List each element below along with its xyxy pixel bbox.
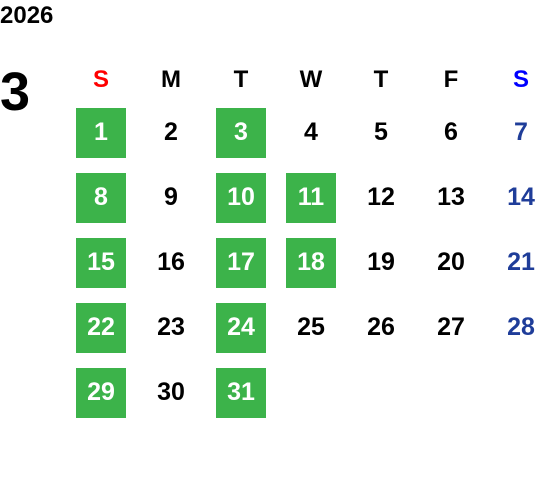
day-box: 6 <box>444 118 458 146</box>
calendar-day: 20 <box>416 230 486 295</box>
day-box: 27 <box>437 313 465 341</box>
day-box <box>496 368 546 418</box>
day-box: 21 <box>507 248 535 276</box>
weekday-header-wed: W <box>299 66 323 93</box>
calendar-day: 6 <box>416 100 486 165</box>
calendar-day: 25 <box>276 295 346 360</box>
calendar-day: 9 <box>136 165 206 230</box>
day-box: 28 <box>507 313 535 341</box>
day-box: 20 <box>437 248 465 276</box>
day-box: 25 <box>297 313 325 341</box>
calendar-day: 31 <box>206 360 276 425</box>
calendar-day: 22 <box>66 295 136 360</box>
calendar-day: 4 <box>276 100 346 165</box>
calendar-day: 7 <box>486 100 548 165</box>
calendar-day: 24 <box>206 295 276 360</box>
highlighted-day-box: 10 <box>216 172 266 223</box>
day-box: 4 <box>304 118 318 146</box>
calendar-day: 19 <box>346 230 416 295</box>
weekday-header-sun: S <box>92 66 109 93</box>
calendar-empty-cell <box>346 360 416 425</box>
day-box <box>426 368 476 418</box>
calendar-day: 29 <box>66 360 136 425</box>
highlighted-day-box: 31 <box>216 367 266 418</box>
day-box: 16 <box>157 248 185 276</box>
calendar-year: 2026 <box>0 2 54 29</box>
calendar-day: 26 <box>346 295 416 360</box>
highlighted-day-box: 17 <box>216 237 266 288</box>
highlighted-day-box: 29 <box>76 367 126 418</box>
day-box: 12 <box>367 183 395 211</box>
calendar-day: 14 <box>486 165 548 230</box>
day-box <box>356 368 406 418</box>
calendar-month: 3 <box>0 62 31 122</box>
day-box <box>286 368 336 418</box>
highlighted-day-box: 18 <box>286 237 336 288</box>
weekday-header-tue: T <box>233 66 249 93</box>
weekday-header-mon: M <box>161 66 181 93</box>
highlighted-day-box: 8 <box>76 172 126 223</box>
highlighted-day-box: 11 <box>286 172 336 223</box>
calendar-day: 13 <box>416 165 486 230</box>
weekday-header-fri: F <box>443 66 459 93</box>
calendar-day: 1 <box>66 100 136 165</box>
day-box: 30 <box>157 378 185 406</box>
calendar-day: 16 <box>136 230 206 295</box>
calendar-day: 3 <box>206 100 276 165</box>
highlighted-day-box: 22 <box>76 302 126 353</box>
calendar-day: 28 <box>486 295 548 360</box>
weekday-header-sat: S <box>512 66 529 93</box>
calendar-day: 11 <box>276 165 346 230</box>
day-box: 13 <box>437 183 465 211</box>
day-box: 2 <box>164 118 178 146</box>
calendar-day: 5 <box>346 100 416 165</box>
day-box: 19 <box>367 248 395 276</box>
calendar-day: 18 <box>276 230 346 295</box>
highlighted-day-box: 3 <box>216 107 266 158</box>
highlighted-day-box: 15 <box>76 237 126 288</box>
day-box: 5 <box>374 118 388 146</box>
day-box: 14 <box>507 183 535 211</box>
day-box: 23 <box>157 313 185 341</box>
calendar-day: 30 <box>136 360 206 425</box>
weekday-header-thu: T <box>373 66 389 93</box>
calendar-day: 12 <box>346 165 416 230</box>
calendar-day: 27 <box>416 295 486 360</box>
calendar-day: 2 <box>136 100 206 165</box>
calendar-day: 10 <box>206 165 276 230</box>
calendar-empty-cell <box>276 360 346 425</box>
calendar-day: 17 <box>206 230 276 295</box>
calendar-empty-cell <box>416 360 486 425</box>
day-box: 26 <box>367 313 395 341</box>
day-box: 7 <box>514 118 528 146</box>
calendar-day: 23 <box>136 295 206 360</box>
highlighted-day-box: 1 <box>76 107 126 158</box>
calendar-day: 21 <box>486 230 548 295</box>
day-box: 9 <box>164 183 178 211</box>
calendar-empty-cell <box>486 360 548 425</box>
calendar-day: 15 <box>66 230 136 295</box>
calendar-day: 8 <box>66 165 136 230</box>
highlighted-day-box: 24 <box>216 302 266 353</box>
